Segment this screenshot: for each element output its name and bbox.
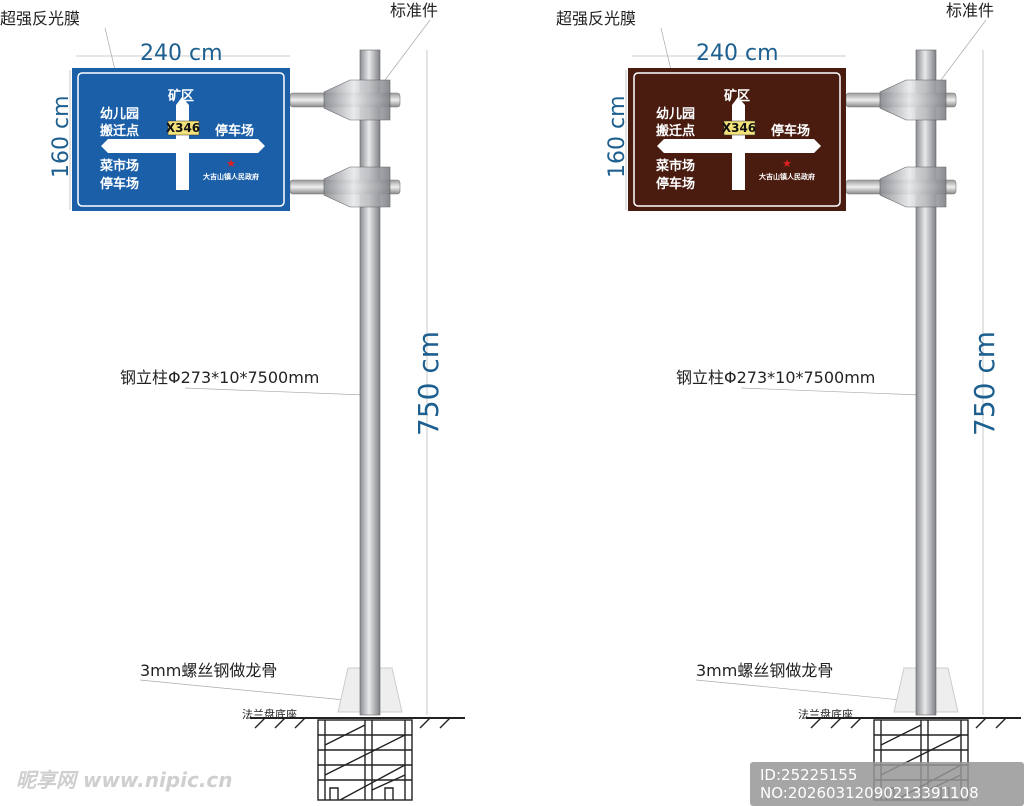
- road-sign: X346 矿区 幼儿园 搬迁点 停车场 菜市场 停车场 ★ 大吉山镇人民政府: [628, 68, 846, 211]
- steel-pole: [359, 49, 381, 716]
- destination-left-top-1: 幼儿园: [100, 106, 139, 122]
- star-icon: ★: [226, 157, 236, 170]
- destination-up: 矿区: [168, 88, 194, 104]
- bracket-lower: [289, 166, 401, 208]
- bracket-upper: [289, 79, 401, 121]
- leader-line: [740, 387, 922, 396]
- destination-left-top-1: 幼儿园: [656, 106, 695, 122]
- leader-line: [104, 27, 116, 71]
- destination-right: 停车场: [215, 123, 254, 139]
- leader-line: [695, 679, 902, 701]
- watermark-logo: 昵享网 www.nipic.cn: [16, 768, 233, 792]
- route-badge: [167, 120, 200, 136]
- height-dimension: 160 cm: [49, 95, 74, 178]
- pole-spec-label: 钢立柱Φ273*10*7500mm: [676, 368, 875, 387]
- destination-up: 矿区: [724, 88, 750, 104]
- pole-height-dimension: 750 cm: [412, 331, 445, 436]
- frame-spec-label: 3mm螺丝钢做龙骨: [696, 661, 833, 680]
- destination-left-top-2: 搬迁点: [100, 123, 139, 139]
- junction-arrow-icon: [657, 97, 821, 190]
- road-sign: X346 矿区 幼儿园 搬迁点 停车场 菜市场 停车场 ★ 大吉山镇人民政府: [72, 68, 290, 211]
- route-badge: [723, 120, 756, 136]
- leader-line: [384, 19, 431, 81]
- destination-right: 停车场: [771, 123, 810, 139]
- route-number: X346: [722, 121, 756, 135]
- reflective-film-label: 超强反光膜: [0, 9, 80, 28]
- destination-left-bottom-1: 菜市场: [99, 158, 139, 174]
- leader-line: [184, 387, 366, 396]
- destination-left-bottom-2: 停车场: [100, 176, 139, 192]
- destination-left-bottom-1: 菜市场: [655, 158, 695, 174]
- star-icon: ★: [782, 157, 792, 170]
- watermark-id: ID:25225155 NO:20260312090213391108: [750, 762, 1024, 806]
- sign-border: [633, 72, 841, 207]
- junction-arrow-icon: [101, 97, 265, 190]
- standard-part-label: 标准件: [946, 1, 994, 20]
- bracket-upper: [845, 79, 957, 121]
- width-dimension: 240 cm: [140, 41, 223, 66]
- government-label: 大吉山镇人民政府: [759, 172, 815, 181]
- leader-line: [940, 19, 987, 81]
- sign-border: [77, 72, 285, 207]
- foundation-cage: [250, 717, 465, 801]
- destination-left-top-2: 搬迁点: [656, 123, 695, 139]
- pole-height-dimension: 750 cm: [968, 331, 1001, 436]
- steel-pole: [915, 49, 937, 716]
- government-label: 大吉山镇人民政府: [203, 172, 259, 181]
- width-dimension: 240 cm: [696, 41, 779, 66]
- standard-part-label: 标准件: [390, 1, 438, 20]
- destination-left-bottom-2: 停车场: [656, 176, 695, 192]
- leader-line: [660, 27, 672, 71]
- bracket-lower: [845, 166, 957, 208]
- reflective-film-label: 超强反光膜: [556, 9, 636, 28]
- frame-spec-label: 3mm螺丝钢做龙骨: [140, 661, 277, 680]
- leader-line: [139, 679, 346, 701]
- height-dimension: 160 cm: [605, 95, 630, 178]
- pole-spec-label: 钢立柱Φ273*10*7500mm: [120, 368, 319, 387]
- route-number: X346: [166, 121, 200, 135]
